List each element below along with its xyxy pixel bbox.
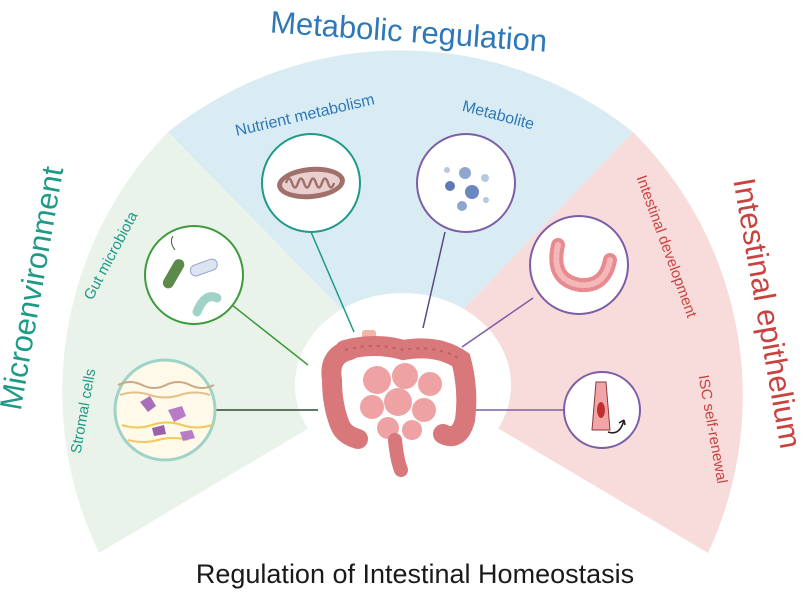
connector-mitochondrion <box>310 231 355 333</box>
bacteria-icon <box>144 225 244 325</box>
intestine-icon <box>321 330 477 477</box>
diagram-title: Regulation of Intestinal Homeostasis <box>196 559 634 589</box>
metabolite-icon <box>416 133 516 233</box>
epithelium-sector <box>403 132 743 553</box>
connector-metabolite <box>422 231 446 329</box>
connector-microbiota <box>231 304 309 366</box>
stem-cell-icon <box>563 371 641 449</box>
mitochondrion-icon <box>261 133 361 233</box>
intestine-segment-icon <box>529 215 629 315</box>
metabolic-sector <box>168 50 633 372</box>
stromal-cells-icon <box>113 358 217 462</box>
connector-development <box>461 297 534 348</box>
microenvironment-heading: Microenvironment <box>0 163 70 412</box>
